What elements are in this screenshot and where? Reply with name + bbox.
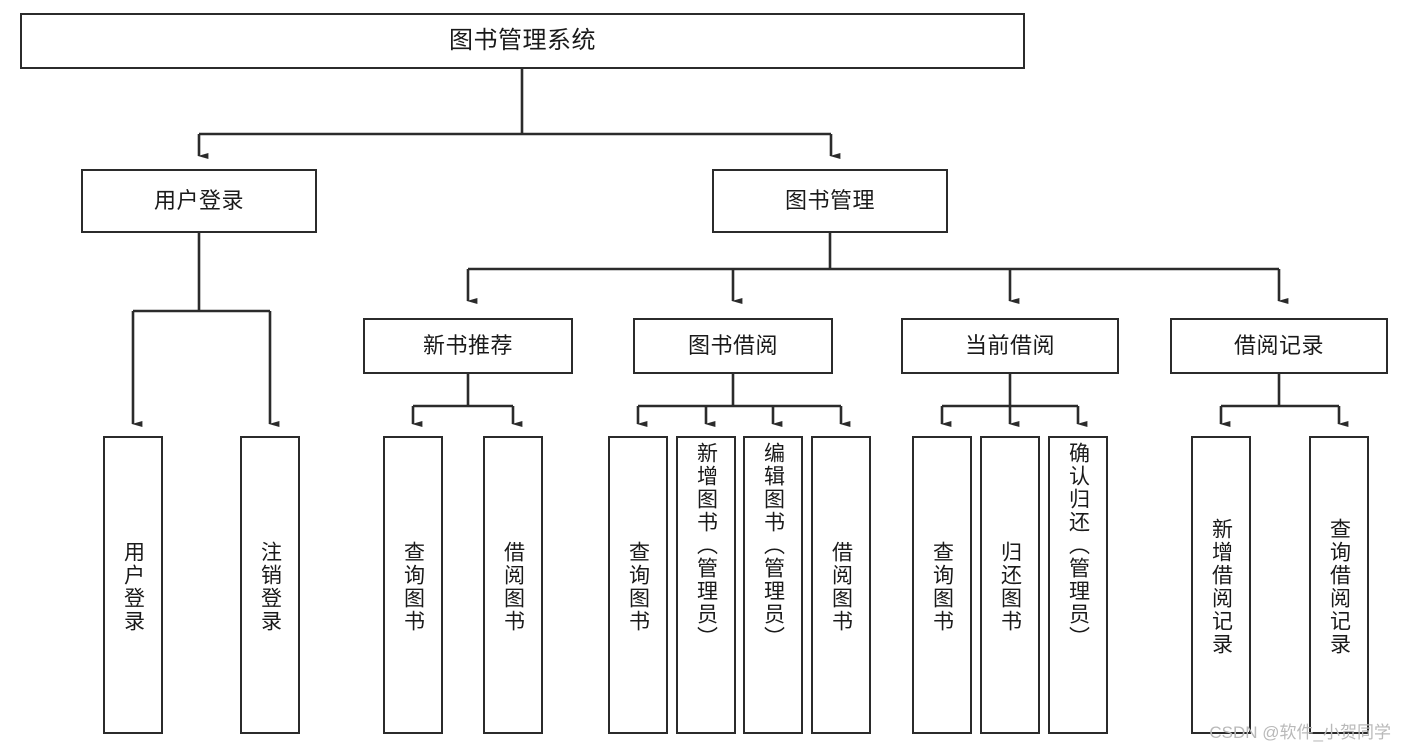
leaf-user-logout[interactable]: 注销登录	[240, 436, 300, 734]
node-user-login[interactable]: 用户登录	[81, 169, 317, 233]
node-label: 归还图书	[998, 541, 1022, 633]
leaf-query-book-current[interactable]: 查询图书	[912, 436, 972, 734]
node-new-book-recommend[interactable]: 新书推荐	[363, 318, 573, 374]
node-label: 借阅图书	[829, 541, 853, 633]
leaf-query-book-borrow[interactable]: 查询图书	[608, 436, 668, 734]
node-label: 当前借阅	[964, 332, 1055, 358]
watermark: CSDN @软件_小贺同学	[1209, 723, 1391, 742]
node-label: 编辑图书（管理员）	[761, 442, 785, 649]
leaf-user-login[interactable]: 用户登录	[103, 436, 163, 734]
node-current-borrow[interactable]: 当前借阅	[901, 318, 1119, 374]
node-book-manage[interactable]: 图书管理	[712, 169, 948, 233]
node-label: 借阅记录	[1233, 332, 1324, 358]
node-label: 新书推荐	[422, 332, 513, 358]
node-label: 查询图书	[401, 541, 425, 633]
node-label: 图书借阅	[687, 332, 778, 358]
node-borrow-record[interactable]: 借阅记录	[1170, 318, 1388, 374]
leaf-borrow-book[interactable]: 借阅图书	[811, 436, 871, 734]
leaf-edit-book-admin[interactable]: 编辑图书（管理员）	[743, 436, 803, 734]
leaf-query-borrow-record[interactable]: 查询借阅记录	[1309, 436, 1369, 734]
node-label: 用户登录	[153, 187, 244, 213]
node-label: 图书管理系统	[449, 26, 596, 54]
node-label: 查询图书	[626, 541, 650, 633]
leaf-return-book[interactable]: 归还图书	[980, 436, 1040, 734]
leaf-add-borrow-record[interactable]: 新增借阅记录	[1191, 436, 1251, 734]
node-label: 注销登录	[258, 541, 282, 633]
node-label: 借阅图书	[501, 541, 525, 633]
node-label: 查询图书	[930, 541, 954, 633]
node-label: 图书管理	[784, 187, 875, 213]
node-label: 新增图书（管理员）	[694, 442, 718, 649]
node-label: 查询借阅记录	[1327, 518, 1351, 656]
node-book-borrow[interactable]: 图书借阅	[633, 318, 833, 374]
node-label: 用户登录	[121, 541, 145, 633]
node-root-system[interactable]: 图书管理系统	[20, 13, 1025, 69]
node-label: 新增借阅记录	[1209, 518, 1233, 656]
node-label: 确认归还（管理员）	[1066, 442, 1090, 649]
leaf-borrow-book-rec[interactable]: 借阅图书	[483, 436, 543, 734]
leaf-add-book-admin[interactable]: 新增图书（管理员）	[676, 436, 736, 734]
leaf-query-book-rec[interactable]: 查询图书	[383, 436, 443, 734]
leaf-confirm-return-admin[interactable]: 确认归还（管理员）	[1048, 436, 1108, 734]
